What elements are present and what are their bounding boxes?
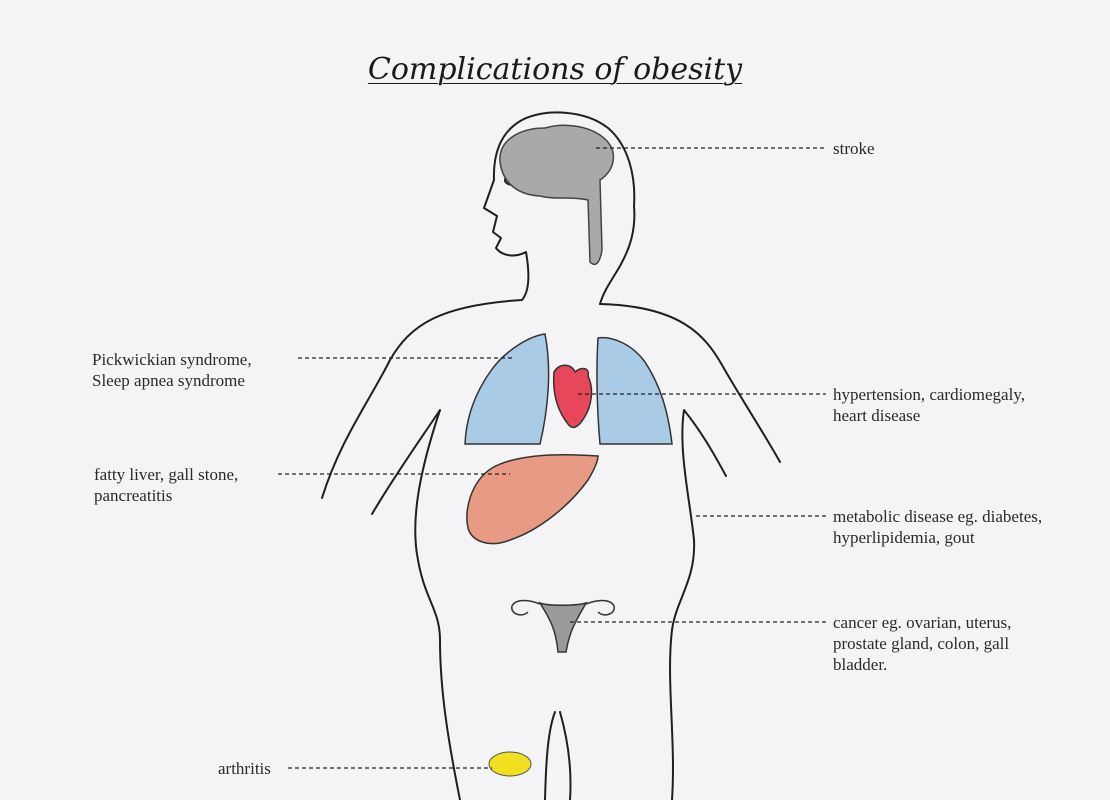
right-lung bbox=[597, 338, 672, 444]
liver bbox=[467, 455, 598, 544]
label-metabolic: metabolic disease eg. diabetes, hyperlip… bbox=[833, 506, 1042, 548]
label-lungs: Pickwickian syndrome, Sleep apnea syndro… bbox=[92, 349, 252, 391]
uterus bbox=[540, 603, 586, 652]
body-outline-right-side bbox=[670, 410, 726, 800]
inner-leg-left bbox=[545, 712, 555, 800]
left-lung bbox=[465, 334, 549, 444]
label-heart: hypertension, cardiomegaly, heart diseas… bbox=[833, 384, 1025, 426]
knee bbox=[489, 752, 531, 776]
label-liver: fatty liver, gall stone, pancreatitis bbox=[94, 464, 238, 506]
body-outline-left-side bbox=[372, 410, 460, 800]
heart bbox=[554, 365, 592, 427]
inner-leg-right bbox=[560, 712, 571, 800]
label-arthritis: arthritis bbox=[218, 758, 271, 779]
page-title: Complications of obesity bbox=[0, 52, 1110, 87]
label-cancer: cancer eg. ovarian, uterus, prostate gla… bbox=[833, 612, 1011, 675]
brain bbox=[500, 125, 614, 264]
label-stroke: stroke bbox=[833, 138, 875, 159]
